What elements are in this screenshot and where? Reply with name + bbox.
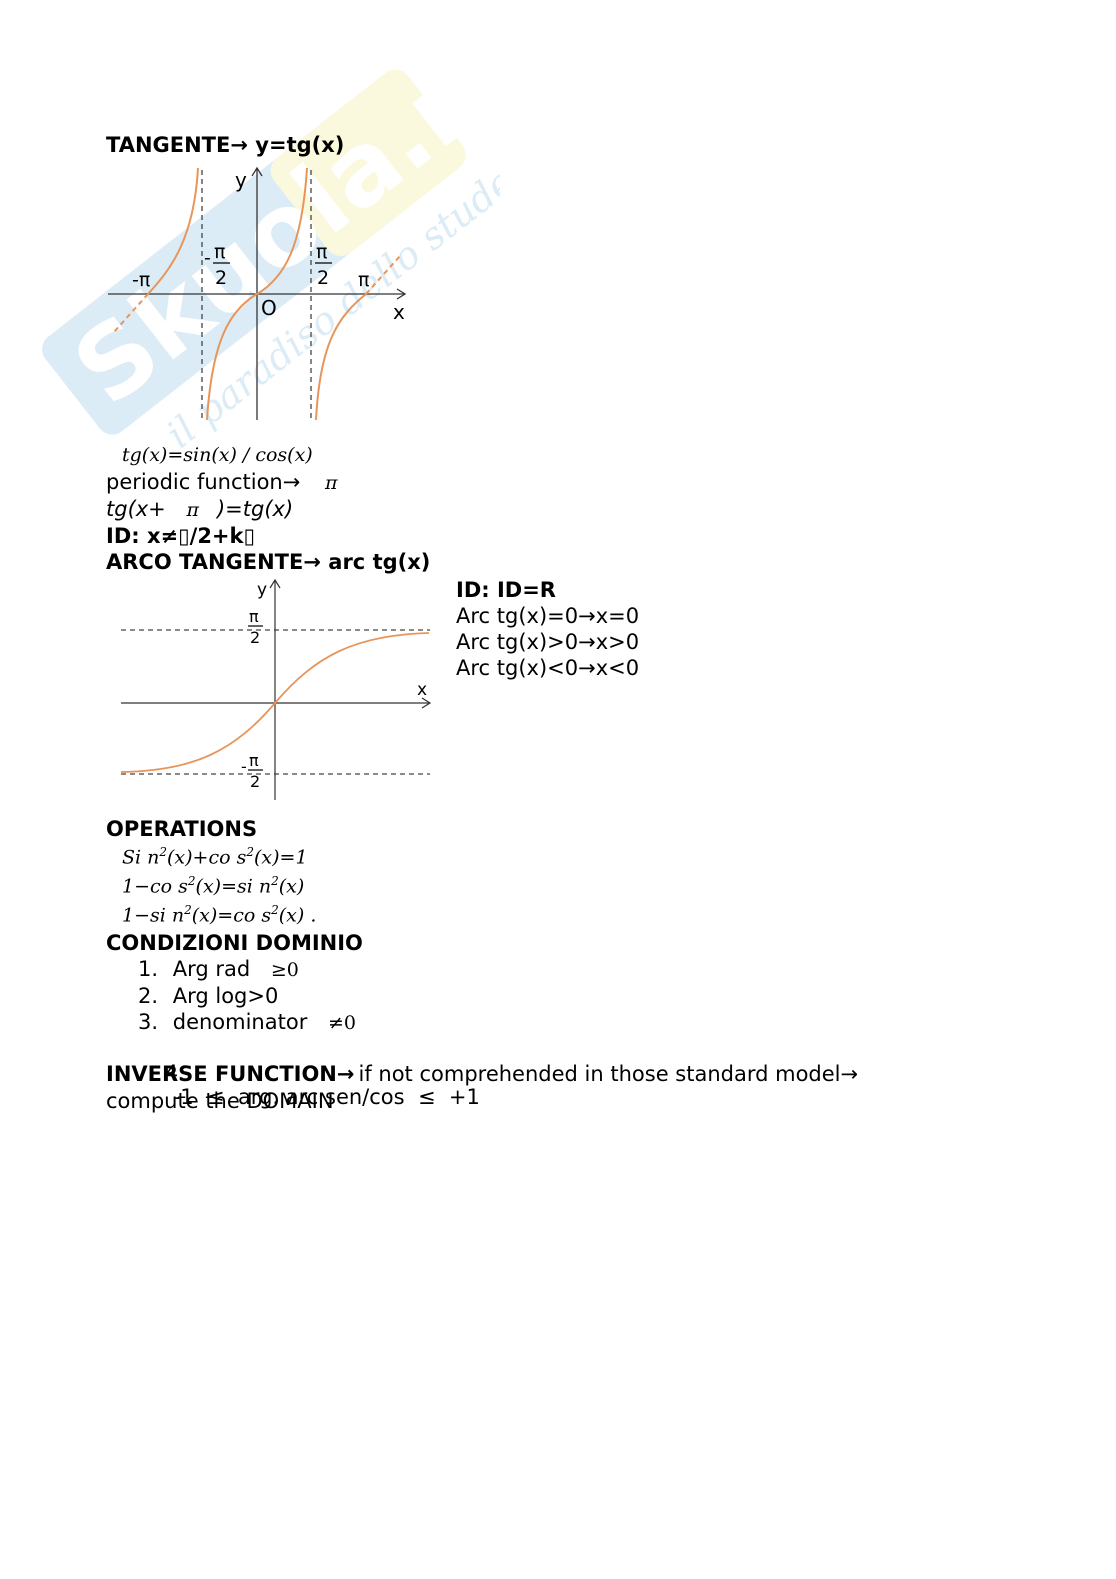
x-axis-label: x (417, 680, 427, 700)
list-item-number: 1. (138, 957, 159, 981)
tangent-branch-left-dashed (113, 293, 149, 333)
arrow-icon: → (230, 133, 248, 157)
tangent-heading: TANGENTE→ y=tg(x) (106, 133, 344, 157)
arctan-heading-title: ARCO TANGENTE (106, 550, 304, 574)
list-item: 2. Arg log>0 (138, 984, 480, 1011)
x-axis-arrow-icon (421, 697, 432, 709)
neg-pi-label: -π (132, 269, 150, 291)
list-item: 3. denominator ≠0 (138, 1010, 480, 1037)
top-half-pi-den: 2 (250, 628, 260, 647)
op-exponent: 2 (271, 874, 279, 888)
y-axis-arrow-icon (251, 166, 263, 177)
op-exponent: 2 (159, 845, 168, 859)
neg-half-pi-num: π (214, 241, 225, 263)
op-part: (x)=1 (254, 846, 308, 869)
identity-right: )=tg(x) (216, 497, 294, 521)
arctan-note: Arc tg(x)=0→x=0 (456, 604, 640, 628)
tangent-branch-right (315, 293, 367, 421)
tangent-heading-title: TANGENTE (106, 133, 231, 157)
op-exponent: 2 (187, 874, 196, 888)
operation-line: Si n2(x)+co s2(x)=1 (122, 845, 308, 868)
op-part: Si n (122, 846, 160, 869)
identity-pi: π (186, 499, 199, 521)
list-item-math: ≥0 (270, 959, 299, 981)
operation-line: 1−si n2(x)=co s2(x) . (122, 903, 316, 926)
op-exponent: 2 (271, 903, 279, 917)
origin-label: O (261, 296, 277, 320)
list-item-text: denominator (172, 1010, 308, 1034)
arrow-icon: → (282, 470, 301, 494)
x-axis-arrow-icon (396, 288, 407, 300)
op-part: 1−si n (122, 904, 185, 927)
y-axis-label: y (235, 168, 247, 192)
list-item-number: 2. (138, 983, 159, 1008)
inverse-heading: INVERSE FUNCTION (106, 1062, 337, 1086)
tangent-graph: y x O -π π - π 2 π 2 (108, 166, 407, 421)
arctan-note: Arc tg(x)<0→x<0 (456, 656, 640, 680)
arctan-graph: y x π 2 - π 2 (120, 578, 432, 800)
conditions-heading: CONDIZIONI DOMINIO (106, 931, 363, 955)
arctan-curve (120, 632, 430, 773)
arctan-heading-function: arc tg(x) (328, 550, 431, 574)
op-part: (x)+co s (167, 846, 247, 869)
op-exponent: 2 (184, 903, 192, 917)
tangent-branch-right-dashed (365, 255, 401, 295)
pos-half-pi-den: 2 (317, 267, 329, 289)
neg-half-pi-den: 2 (215, 267, 227, 289)
list-item: 4. -1 ≤ arg. arc sen/cos ≤ +1 (138, 1037, 480, 1109)
pos-half-pi-num: π (316, 241, 327, 263)
arctan-note: Arc tg(x)>0→x>0 (456, 630, 640, 654)
list-item-text: Arg log>0 (172, 983, 279, 1008)
list-item-number: 4. (164, 1060, 185, 1085)
tangent-domain: ID: x≠▯/2+k▯ (106, 524, 256, 548)
top-half-pi-num: π (249, 607, 259, 626)
list-item: 1. Arg rad ≥0 (138, 957, 480, 984)
operation-line: 1−co s2(x)=si n2(x) (122, 874, 304, 897)
tangent-branch-left (147, 167, 199, 295)
list-item-text: Arg rad (172, 957, 251, 981)
list-item-math: ≠0 (328, 1012, 357, 1034)
pi-label: π (358, 269, 369, 291)
bottom-half-pi-minus: - (241, 757, 247, 776)
op-part: (x)=si n (195, 875, 272, 898)
periodic-line: periodic function→ π (106, 470, 338, 494)
arrow-icon: → (303, 550, 321, 574)
op-part: (x)=co s (191, 904, 272, 927)
periodic-label: periodic function (106, 470, 283, 494)
arctan-domain: ID: ID=R (456, 578, 556, 602)
bottom-half-pi-den: 2 (250, 772, 260, 791)
bottom-half-pi-num: π (249, 751, 259, 770)
arctan-notes: ID: ID=R Arc tg(x)=0→x=0 Arc tg(x)>0→x>0… (456, 578, 639, 680)
op-exponent: 2 (246, 845, 254, 859)
neg-half-pi-minus: - (204, 247, 211, 269)
periodic-value: π (325, 472, 338, 494)
list-item-number: 3. (138, 1010, 159, 1034)
periodicity-identity: tg(x+ π )=tg(x) (106, 497, 293, 521)
inverse-text: if not comprehended in those standard mo… (358, 1062, 859, 1086)
op-part: 1−co s (122, 875, 188, 898)
inverse-text-2: compute the DOMAIN (106, 1089, 334, 1113)
y-axis-arrow-icon (269, 578, 281, 589)
arrow-icon: → (336, 1062, 355, 1086)
tangent-heading-function: y=tg(x) (255, 133, 345, 157)
arctan-heading: ARCO TANGENTE→ arc tg(x) (106, 550, 430, 574)
list-item-text: -1 ≤ arg. arc sen/cos ≤ +1 (172, 1084, 480, 1109)
x-axis-label: x (393, 300, 405, 324)
y-axis-label: y (257, 580, 267, 600)
tangent-branch-center (206, 167, 308, 421)
op-part: (x) (278, 875, 305, 898)
operations-heading: OPERATIONS (106, 817, 258, 841)
tangent-formula: tg(x)=sin(x) / cos(x) (122, 444, 313, 466)
identity-left: tg(x+ (106, 497, 166, 521)
conditions-list: 1. Arg rad ≥0 2. Arg log>0 3. denominato… (138, 957, 480, 1109)
op-part: (x) . (278, 904, 317, 927)
inverse-line: INVERSE FUNCTION→ if not comprehended in… (106, 1062, 858, 1086)
